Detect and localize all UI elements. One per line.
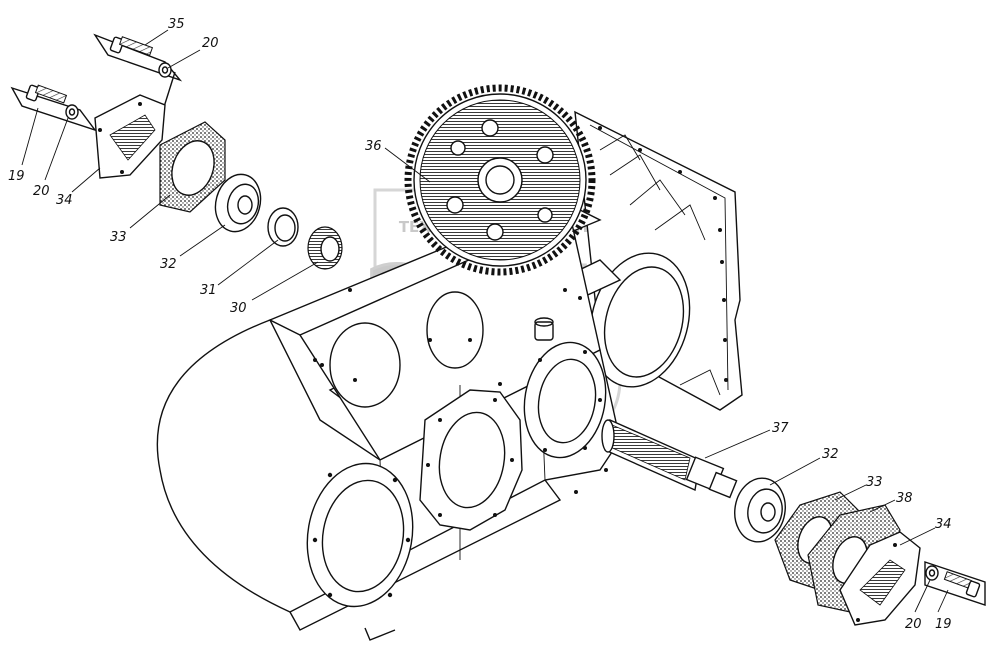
callout-19: 19 — [8, 169, 25, 184]
callout-labels: 35 20 19 20 34 33 32 31 30 36 37 32 33 3… — [8, 17, 952, 632]
callout-36: 36 — [365, 139, 382, 154]
callout-33: 33 — [866, 475, 883, 490]
large-gear-36 — [404, 84, 596, 276]
callout-20: 20 — [905, 617, 922, 632]
callout-20: 20 — [202, 36, 219, 51]
callout-34: 34 — [935, 517, 952, 532]
callout-34: 34 — [56, 193, 73, 208]
callout-30: 30 — [230, 301, 247, 316]
upper-left-hardware — [10, 33, 343, 270]
callout-20: 20 — [33, 184, 50, 199]
callout-33: 33 — [110, 230, 127, 245]
callout-32: 32 — [822, 447, 839, 462]
lower-right-hardware — [601, 418, 986, 626]
callout-19: 19 — [935, 617, 952, 632]
callout-32: 32 — [160, 257, 177, 272]
callout-38: 38 — [896, 491, 913, 506]
callout-35: 35 — [168, 17, 185, 32]
leader-lines — [21, 29, 949, 613]
callout-31: 31 — [200, 283, 217, 298]
callout-37: 37 — [772, 421, 789, 436]
